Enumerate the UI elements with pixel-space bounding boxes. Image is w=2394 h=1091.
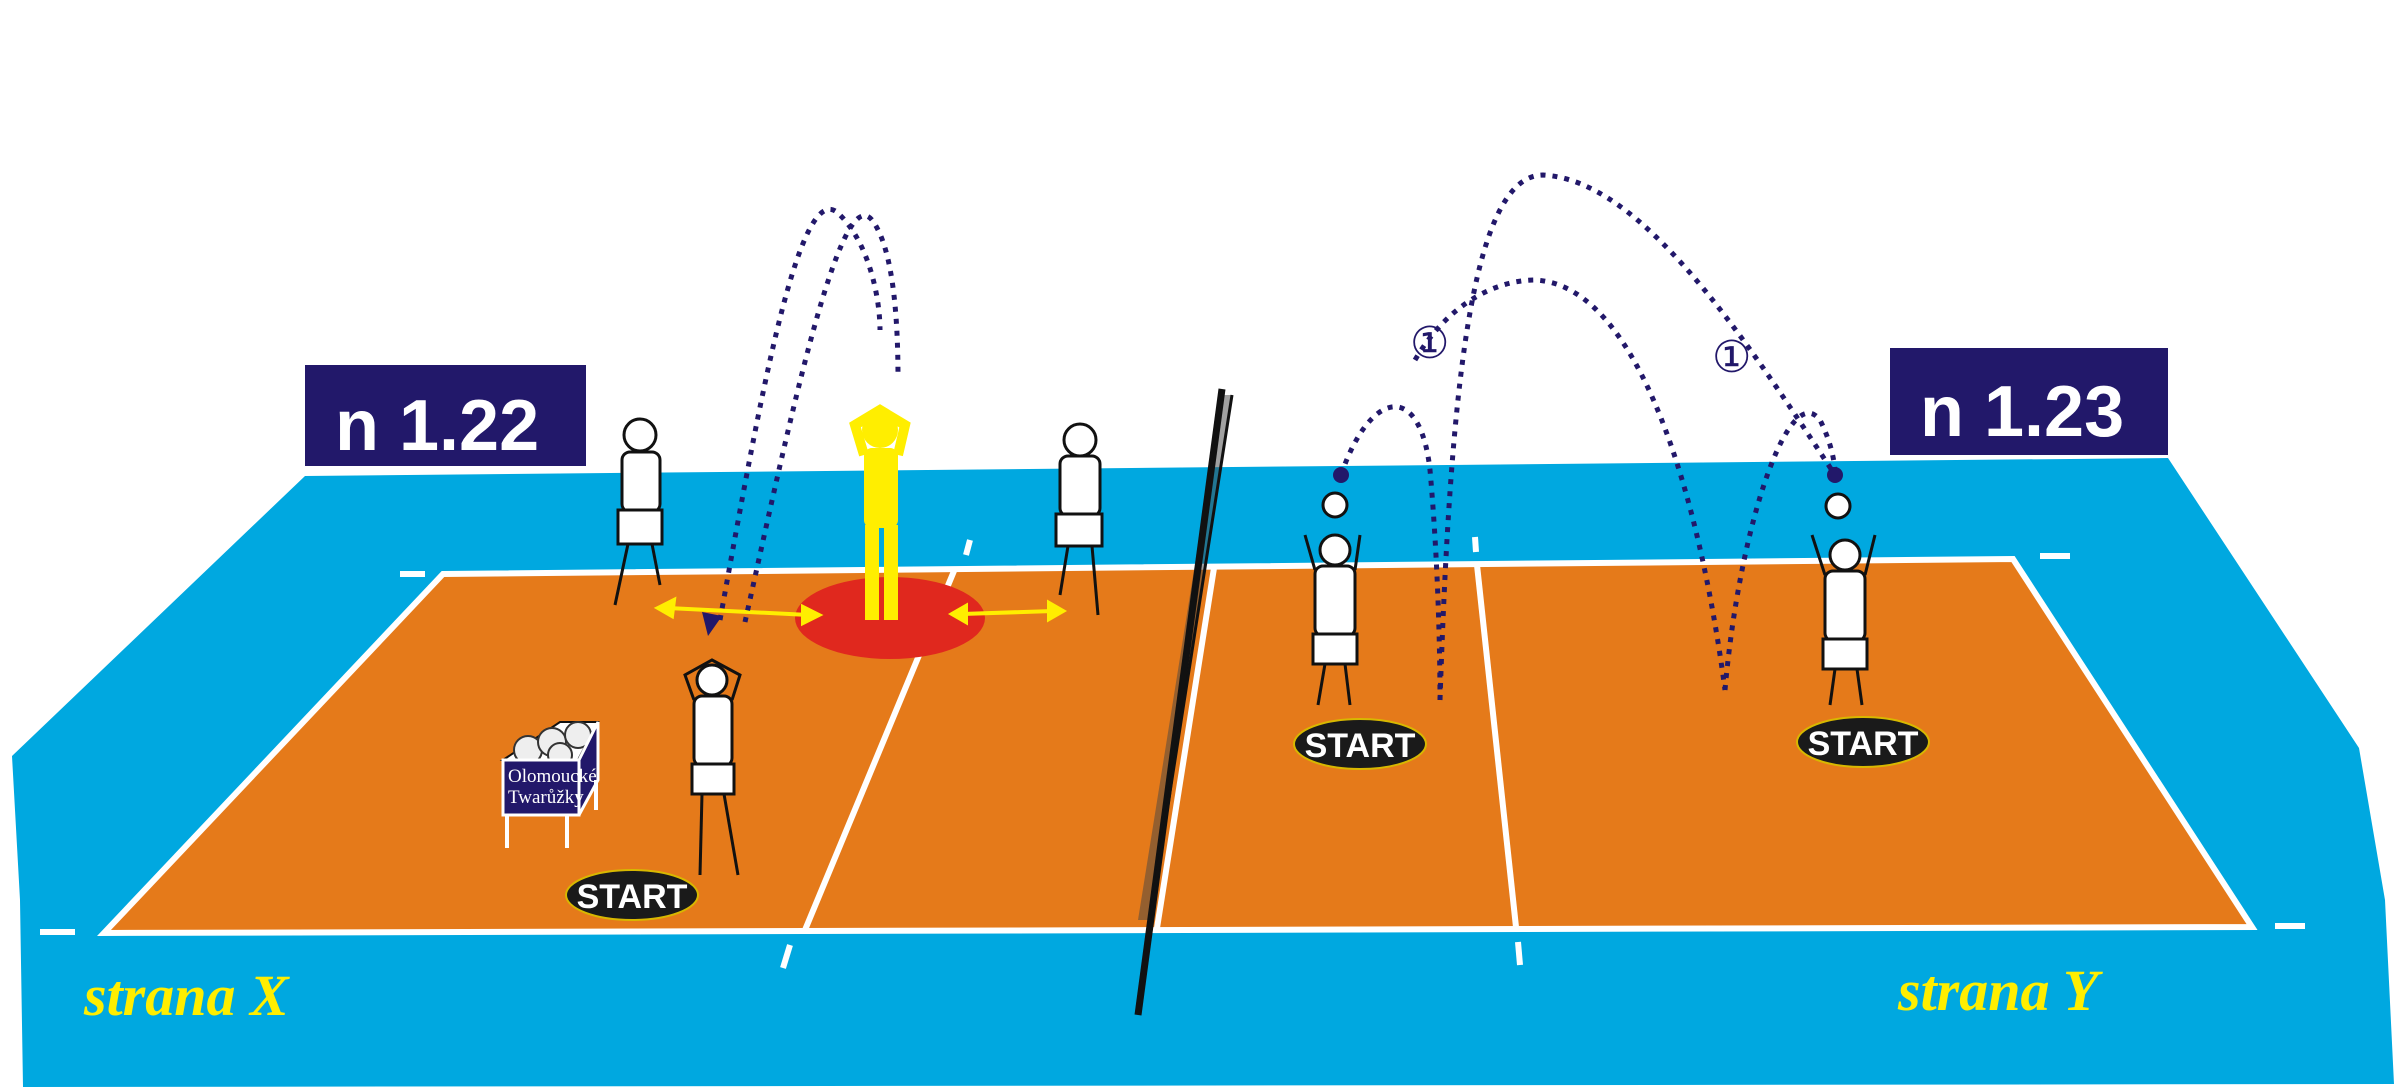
trajectory-right-3 [1412, 277, 1728, 691]
player-server-left [683, 658, 742, 876]
trajectory-left-2 [717, 206, 883, 621]
drill-label-right: n 1.23 [1920, 372, 2124, 452]
drill-label-left-bg [305, 365, 586, 466]
ball-marker [1827, 467, 1843, 483]
ball-cart: Olomoucké Twarůžky [499, 721, 600, 848]
start-marker-right: START [1796, 716, 1930, 768]
trajectory-right-1 [1338, 404, 1443, 701]
cart-label-line1: Olomoucké [508, 766, 597, 787]
player-highlighted [849, 404, 911, 620]
cart-label-line2: Twarůžky [508, 787, 584, 808]
center-line [1154, 567, 1217, 929]
player-setter-2 [1810, 492, 1877, 706]
side-label-y: strana Y [1897, 958, 2103, 1023]
start-label: START [1305, 727, 1416, 765]
start-label: START [1808, 725, 1919, 763]
start-marker-left: START [565, 869, 699, 921]
side-label-x: strana X [83, 963, 290, 1028]
step-marker-1: ① [1410, 318, 1449, 369]
player-setter-1 [1303, 491, 1362, 706]
start-label: START [577, 878, 688, 916]
trajectory-right-4 [1722, 410, 1838, 691]
trajectory-arrowhead [702, 612, 722, 636]
attack-line-right [1474, 564, 1519, 928]
drill-label-left: n 1.22 [335, 386, 539, 466]
ball-marker [1333, 467, 1349, 483]
net [1134, 388, 1234, 1016]
player-right-front [1054, 422, 1104, 616]
player-left-front [613, 417, 664, 606]
start-marker-middle: START [1293, 718, 1427, 770]
yellow-arrows [653, 596, 1068, 627]
step-marker-1: ① [1712, 332, 1751, 383]
drill-label-right-bg [1890, 348, 2168, 455]
court-tick-marks [40, 536, 2305, 969]
